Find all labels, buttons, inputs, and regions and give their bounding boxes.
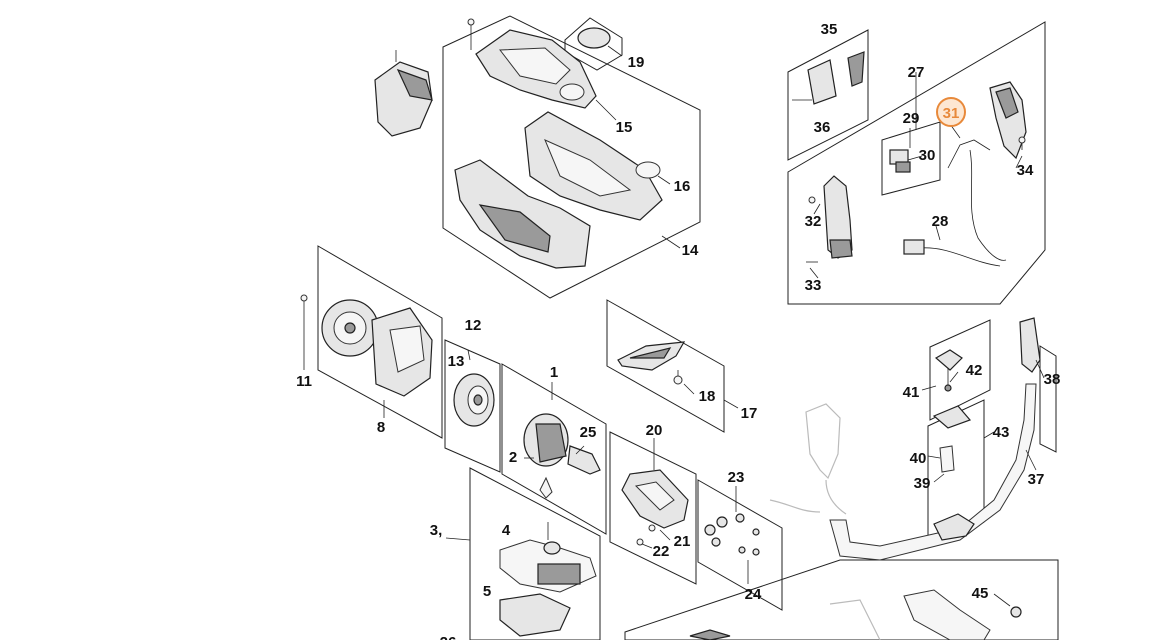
label-part-28[interactable]: 28: [932, 213, 949, 230]
cap-part: [577, 27, 623, 57]
label-part-21[interactable]: 21: [674, 533, 691, 550]
label-part-34[interactable]: 34: [1017, 162, 1034, 179]
frame-fan-12: [444, 339, 501, 473]
label-part-24[interactable]: 24: [745, 586, 762, 603]
label-part-14[interactable]: 14: [682, 242, 699, 259]
highlighted-part-marker[interactable]: [936, 97, 966, 127]
frame-switch-29: [881, 121, 941, 196]
gear-housing-part: [621, 469, 689, 546]
fan-wheel-part: [453, 373, 495, 427]
frame-fan-8: [317, 245, 443, 439]
label-part-27[interactable]: 27: [908, 64, 925, 81]
label-part-45[interactable]: 45: [972, 585, 989, 602]
label-part-36[interactable]: 36: [814, 119, 831, 136]
part-labels: 1 2 3, 4 5 8 11 12 13 14 15 16 17 18 19 …: [296, 21, 1060, 640]
label-part-29[interactable]: 29: [903, 110, 920, 127]
label-part-30[interactable]: 30: [919, 147, 936, 164]
label-part-42[interactable]: 42: [966, 362, 983, 379]
ghost-overlay: [769, 403, 847, 515]
switch-assembly-part: [792, 51, 865, 105]
trigger-part: [934, 349, 963, 392]
label-part-11[interactable]: 11: [296, 373, 312, 390]
bottom-assembly-part: [689, 589, 1022, 640]
frame-handle-27: [787, 21, 1046, 305]
knob-part: [932, 405, 975, 541]
wire-harness-part: [903, 139, 1007, 267]
gasket-part: [635, 161, 671, 185]
label-part-43[interactable]: 43: [993, 424, 1010, 441]
label-part-40[interactable]: 40: [910, 450, 927, 467]
label-part-39[interactable]: 39: [914, 475, 931, 492]
handle-part: [989, 81, 1027, 160]
fan-shroud-part: [300, 294, 433, 397]
label-part-3[interactable]: 3,: [430, 522, 443, 539]
secondary-handle-part: [829, 317, 1041, 561]
label-part-32[interactable]: 32: [805, 213, 822, 230]
label-part-13[interactable]: 13: [448, 353, 465, 370]
label-part-15[interactable]: 15: [616, 119, 633, 136]
frame-switch-35: [787, 29, 869, 161]
label-part-19[interactable]: 19: [628, 54, 645, 71]
label-part-8[interactable]: 8: [377, 419, 385, 436]
label-part-5[interactable]: 5: [483, 583, 491, 600]
housing-lower-part: [454, 111, 663, 269]
label-part-4[interactable]: 4: [502, 522, 511, 539]
frame-fasteners-23: [697, 479, 783, 611]
label-part-2[interactable]: 2: [509, 449, 517, 466]
label-part-33[interactable]: 33: [805, 277, 822, 294]
label-part-26[interactable]: 26: [440, 634, 457, 640]
label-part-31[interactable]: 31: [943, 105, 960, 122]
fasteners-part: [704, 513, 760, 556]
label-part-25[interactable]: 25: [580, 424, 597, 441]
frame-trigger-41: [929, 319, 991, 421]
label-part-18[interactable]: 18: [699, 388, 716, 405]
grip-part: [806, 175, 853, 263]
label-part-16[interactable]: 16: [674, 178, 691, 195]
housing-upper-part: [467, 18, 597, 109]
label-part-38[interactable]: 38: [1044, 371, 1061, 388]
leader-lines: [383, 72, 1045, 607]
frame-cover-17: [606, 299, 725, 433]
parts: [300, 18, 1041, 640]
pcb-part: [499, 522, 597, 637]
label-part-17[interactable]: 17: [741, 405, 758, 422]
label-part-12[interactable]: 12: [465, 317, 482, 334]
label-part-35[interactable]: 35: [821, 21, 838, 38]
motor-part: [523, 413, 601, 499]
label-part-23[interactable]: 23: [728, 469, 745, 486]
label-part-41[interactable]: 41: [903, 384, 920, 401]
label-part-1[interactable]: 1: [550, 364, 558, 381]
switch-part: [889, 149, 911, 173]
assembly-frames: [317, 15, 1059, 640]
label-part-22[interactable]: 22: [653, 543, 670, 560]
frame-housing-14: [442, 15, 701, 299]
battery-cover-part: [374, 50, 433, 137]
frame-bottom-45: [624, 559, 1059, 640]
label-part-20[interactable]: 20: [646, 422, 663, 439]
cover-part: [617, 341, 686, 385]
frame-pcb-3: [469, 467, 601, 640]
label-part-37[interactable]: 37: [1028, 471, 1045, 488]
frame-motor-1: [501, 363, 607, 535]
frame-pole-38: [1039, 345, 1057, 453]
frame-gear-20: [609, 431, 697, 585]
